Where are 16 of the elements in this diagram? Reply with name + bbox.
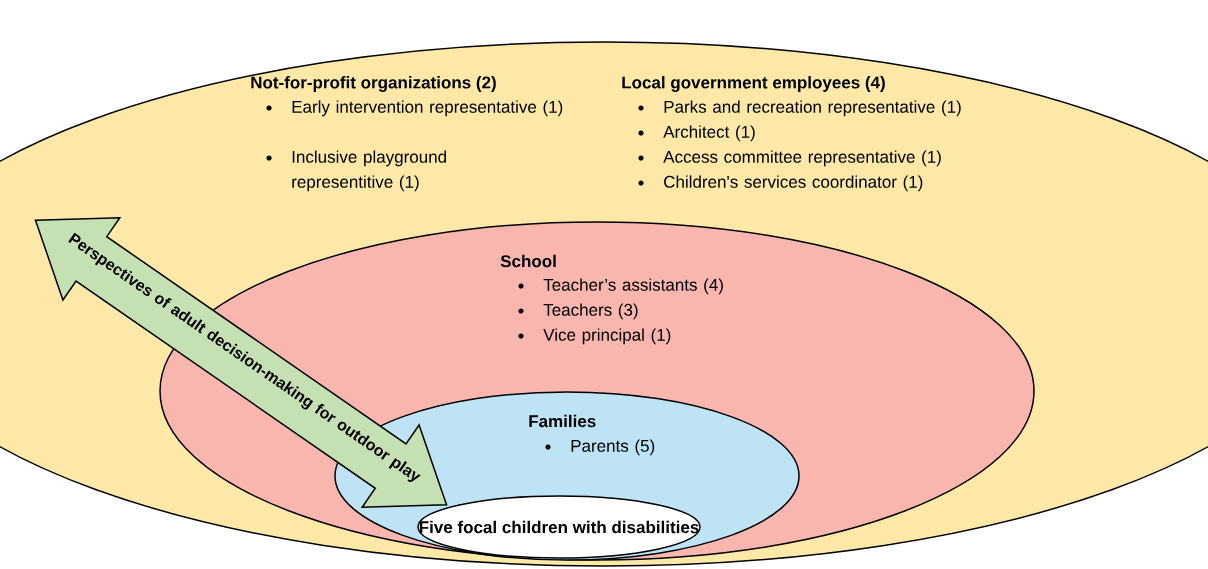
list-item: Parents (5) [571, 439, 655, 456]
list-item: Teacher’s assistants (4) [543, 278, 723, 295]
group-heading: Not-for-profit organizations (2) [251, 76, 496, 92]
group-heading: Families [529, 414, 596, 428]
list-item: Children's services coordinator (1) [664, 175, 923, 192]
ellipse-label: Five focal children with disabilities [419, 520, 699, 534]
ellipse-region [417, 495, 701, 559]
list-item: Vice principal (1) [543, 328, 671, 345]
list-item: Early intervention representative (1) [292, 100, 563, 117]
list-item: Parks and recreation representative (1) [664, 100, 961, 117]
list-item: Architect (1) [663, 125, 755, 142]
list-item: Access committee representative (1) [663, 150, 941, 167]
group-heading: School [500, 254, 556, 268]
list-item: Teachers (3) [543, 303, 638, 320]
list-item: Inclusive playground representitive (1) [292, 150, 446, 192]
group-heading: Local government employees (4) [622, 76, 885, 92]
